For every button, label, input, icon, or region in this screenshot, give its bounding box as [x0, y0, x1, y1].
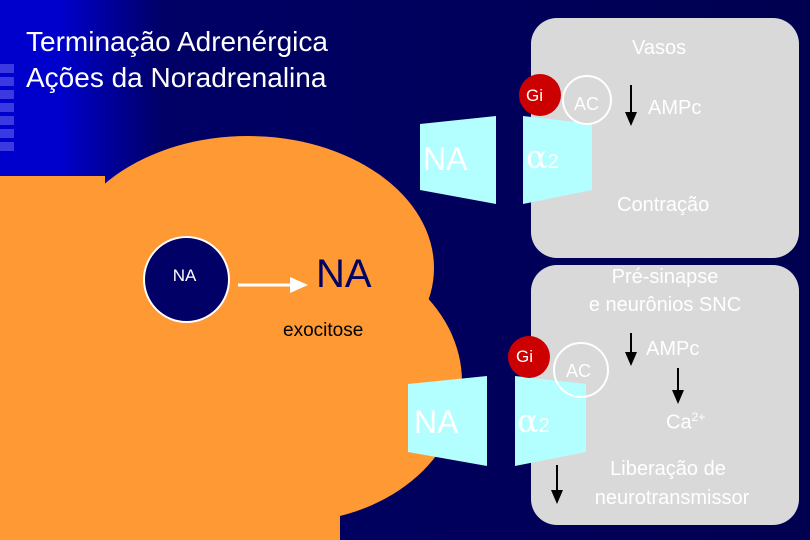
presynapse-receptor-left: [408, 376, 487, 466]
presynapse-effect-line-1: Liberação de: [610, 458, 726, 480]
vessels-alpha2-label: α2: [526, 138, 559, 176]
vessels-ac-circle: [562, 75, 612, 125]
presynapse-na-label: NA: [414, 404, 459, 440]
presynapse-alpha2-label: α2: [517, 402, 550, 440]
vessel-receptor-left: [420, 116, 496, 204]
exocitose-label: exocitose: [283, 320, 364, 341]
title-line-2: Ações da Noradrenalina: [26, 62, 327, 93]
vessels-amp-label: AMPc: [648, 97, 702, 119]
vessels-gi-circle: [519, 74, 561, 116]
vessels-na-label: NA: [423, 141, 468, 177]
presynapse-gi-label: Gi: [516, 347, 533, 366]
presynapse-release-arrow: [551, 465, 563, 504]
presynapse-amp-arrow: [625, 333, 637, 366]
decorative-stripes-top: [0, 60, 22, 155]
presynapse-ac-label: AC: [566, 361, 592, 381]
vessels-effect-label: Contração: [617, 194, 710, 216]
title-line-1: Terminação Adrenérgica: [26, 26, 328, 57]
vesicle-label: NA: [172, 266, 197, 285]
vesicle: [143, 236, 230, 323]
presynapse-receptor-right: [515, 376, 586, 466]
vessels-ac-label: AC: [574, 94, 600, 114]
vessels-amp-arrow: [625, 85, 637, 126]
vessels-title: Vasos: [632, 37, 687, 59]
presynapse-effect-line-2: neurotransmissor: [594, 487, 750, 509]
release-arrow: [238, 277, 308, 293]
released-na-label: NA: [316, 252, 372, 296]
nerve-terminal: [0, 136, 462, 540]
presynapse-ca-label: Ca2+: [666, 410, 706, 434]
presynapse-title-line-1: Pré-sinapse: [611, 266, 719, 288]
presynapse-ac-circle: [553, 342, 609, 398]
presynapse-ca-arrow: [672, 368, 684, 404]
presynapse-gi-circle: [508, 336, 550, 378]
presynapse-amp-label: AMPc: [646, 338, 700, 360]
vessel-receptor-right: [523, 116, 592, 204]
vessels-gi-label: Gi: [526, 86, 543, 105]
presynapse-title-line-2: e neurônios SNC: [588, 294, 742, 316]
